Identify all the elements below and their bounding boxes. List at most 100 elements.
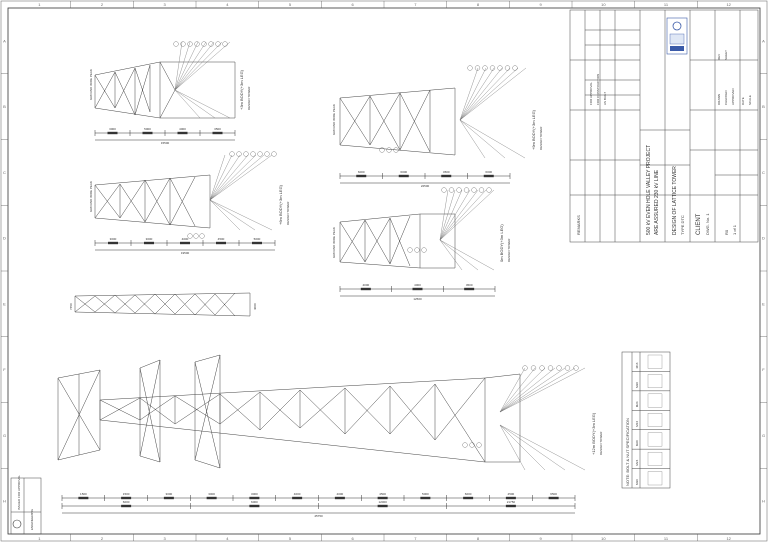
notes-table-cell — [647, 374, 663, 389]
part-callout-bubble — [250, 151, 256, 157]
part-callouts — [173, 41, 579, 448]
tower-view-3: GROUND WIRE PEAK +9m BODY(+3m LEG) DESIG… — [332, 67, 543, 188]
notes-table-cell — [647, 451, 663, 466]
stamp-label: ISSUED FOR APPROVAL — [17, 475, 21, 510]
dimension-value: 3000 — [208, 492, 215, 496]
dimension-value: 4500 — [218, 237, 225, 241]
part-callout-bubble — [504, 65, 511, 71]
notes-table-row: M20 — [635, 382, 639, 388]
title-block-field: DRAWN — [717, 94, 721, 105]
part-callout-bubble — [474, 65, 481, 71]
notes-table-row: M24 — [635, 401, 639, 407]
total-dimension-value: 15500 — [161, 141, 170, 145]
dimension-marker — [249, 496, 260, 500]
zone-col-bottom: 1 — [38, 536, 41, 541]
title-block-field: SCALE — [748, 95, 752, 105]
zone-row-right: C — [762, 170, 765, 175]
zone-col-bottom: 9 — [540, 536, 543, 541]
notes-table-row: M30 — [635, 479, 639, 485]
title-block: 500 kV EVEN HOLE VALLEY PROJECT ARE ASSU… — [569, 9, 759, 243]
dimension-marker — [206, 496, 217, 500]
part-callout-bubble — [421, 247, 427, 253]
part-callout-bubble — [476, 442, 482, 448]
part-callout-bubble — [201, 41, 207, 47]
dimension-value: 4000 — [362, 283, 369, 287]
v2-height-label: +6m BODY(+3m LEG) — [278, 184, 283, 225]
zone-col-top: 9 — [540, 2, 543, 7]
part-callout-bubble — [497, 65, 503, 71]
zone-row-right: D — [762, 236, 765, 241]
zone-col-bottom: 3 — [164, 536, 167, 541]
v2-sub-label: DESIGN TOWER — [286, 201, 290, 225]
part-callout-bubble — [530, 365, 537, 371]
approval-stamp: ISSUED FOR APPROVAL ENGINEERING — [10, 475, 42, 535]
dimension-marker — [108, 241, 118, 245]
part-callout-bubble — [379, 147, 385, 153]
dimension-marker — [441, 174, 452, 178]
dimension-marker — [483, 174, 494, 178]
dimension-marker — [356, 174, 367, 178]
dimension-marker — [177, 131, 188, 135]
company-logo — [666, 17, 688, 55]
dimension-value: 6000 — [358, 170, 365, 174]
title-block-issue-row: FOR CONSTRUCTION — [596, 74, 600, 105]
dimension-value: 21750 — [507, 500, 516, 504]
dimension-marker — [107, 131, 118, 135]
part-callout-bubble — [180, 41, 186, 47]
part-callout-bubble — [222, 41, 228, 47]
dimension-value: 4500 — [508, 492, 515, 496]
part-callout-bubble — [271, 151, 277, 157]
part-callout-bubble — [463, 187, 470, 193]
part-callout-bubble — [187, 233, 193, 239]
v5-left-label: 7450 — [69, 303, 73, 310]
dimension-marker — [334, 496, 345, 500]
notes-table-row: M16 — [635, 421, 639, 427]
dimension-value: 5000 — [422, 492, 429, 496]
title-block-field: APPROVED — [731, 87, 735, 105]
dimension-marker — [398, 174, 409, 178]
zone-col-bottom: 6 — [352, 536, 355, 541]
dimension-marker — [216, 241, 226, 245]
v5-right-label: 4000 — [253, 303, 257, 310]
dimension-marker — [121, 504, 132, 508]
tower-view-2: GROUND WIRE PEAK +6m BODY(+3m LEG) DESIG… — [89, 154, 290, 255]
dimension-value: 12000 — [378, 500, 387, 504]
zone-col-bottom: 11 — [664, 536, 669, 541]
v3-label: GROUND WIRE PEAK — [332, 104, 336, 135]
part-callout-bubble — [193, 233, 199, 239]
main-sub-label: DESIGN TOWER — [599, 431, 603, 455]
part-callout-bubble — [414, 247, 420, 253]
dimension-value: 4000 — [182, 237, 189, 241]
title-block-issue-row: FOR APPROVAL — [589, 82, 593, 105]
tower-view-1: GROUND WIRE PEAK +3m BODY(+3m LEG) DESIG… — [89, 41, 251, 145]
zone-col-bottom: 8 — [477, 536, 480, 541]
part-callout-bubble — [393, 147, 399, 153]
v4-sub-label: DESIGN TOWER — [507, 238, 511, 262]
notes-table-cell — [647, 413, 663, 427]
client-mark: CLIENT — [696, 213, 702, 235]
main-height-label: +12m BODY(+3m LEG) — [591, 412, 596, 455]
v4-height-label: 0m BODY(+3m LEG) — [499, 224, 504, 262]
title-block-field: DATE — [741, 97, 745, 105]
dimension-marker — [180, 241, 190, 245]
total-dimension-value: 12500 — [413, 297, 422, 301]
zone-row-right: E — [762, 301, 765, 306]
zone-col-top: 8 — [477, 2, 480, 7]
dimension-marker — [377, 496, 388, 500]
zone-row-left: C — [3, 170, 6, 175]
dimension-marker — [412, 287, 423, 291]
part-callout-bubble — [471, 187, 477, 193]
part-callout-bubble — [407, 247, 413, 253]
zone-col-top: 7 — [414, 2, 417, 7]
total-dimension-value: 45750 — [314, 514, 323, 518]
part-callout-bubble — [486, 187, 492, 193]
notes-table-row: M16 — [635, 362, 639, 368]
part-callout-bubble — [236, 151, 242, 157]
dimension-value: 4000 — [337, 492, 344, 496]
dimension-value: 1500 — [80, 492, 87, 496]
